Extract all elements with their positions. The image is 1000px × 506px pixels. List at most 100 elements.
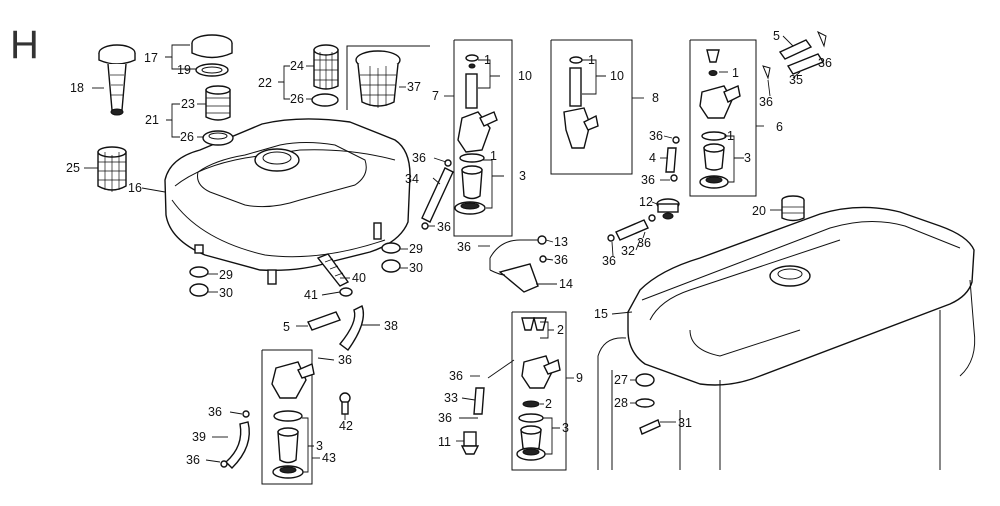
callout-9: 9 — [576, 371, 583, 385]
callout-30-center: 30 — [409, 261, 423, 275]
callout-36-j: 36 — [449, 369, 463, 383]
callout-36-l: 36 — [338, 353, 352, 367]
callout-39: 39 — [192, 430, 206, 444]
tube-35 — [786, 53, 825, 75]
callout-2-top: 2 — [557, 323, 564, 337]
callout-22: 22 — [258, 76, 272, 90]
callout-14: 14 — [559, 277, 573, 291]
filter-11 — [460, 431, 480, 455]
callout-37: 37 — [407, 80, 421, 94]
callout-5-mid: 5 — [283, 320, 290, 334]
callout-3-box43: 3 — [316, 439, 323, 453]
callout-36-e: 36 — [641, 173, 655, 187]
tube-32 — [615, 219, 649, 241]
callout-40: 40 — [352, 271, 366, 285]
callout-28: 28 — [614, 396, 628, 410]
callout-27: 27 — [614, 373, 628, 387]
callout-10-box7: 10 — [518, 69, 532, 83]
callout-30-left: 30 — [219, 286, 233, 300]
callout-1-box8: 1 — [588, 53, 595, 67]
fuel-tank-small — [164, 118, 411, 285]
clip-41 — [339, 287, 353, 297]
strainer-24 — [313, 44, 339, 90]
strainer-37 — [346, 45, 430, 110]
washer-29-center — [381, 242, 401, 254]
callout-1-box6-b: 1 — [727, 129, 734, 143]
callout-6: 6 — [776, 120, 783, 134]
assembly-box-8 — [550, 39, 633, 175]
leader-lines — [84, 35, 801, 473]
hose-39 — [224, 421, 250, 469]
callout-36-a: 36 — [412, 151, 426, 165]
callout-34: 34 — [405, 172, 419, 186]
callout-35: 35 — [789, 73, 803, 87]
callout-2-mid: 2 — [545, 397, 552, 411]
callout-36-k: 36 — [438, 411, 452, 425]
assembly-box-9 — [511, 311, 567, 471]
callout-21: 21 — [145, 113, 159, 127]
screw-31 — [639, 419, 661, 435]
assembly-box-6 — [689, 39, 757, 197]
callout-3-box9: 3 — [562, 421, 569, 435]
nut-30-left — [189, 283, 209, 297]
filter-12 — [656, 198, 680, 220]
callout-43: 43 — [322, 451, 336, 465]
callout-36-m: 36 — [208, 405, 222, 419]
callout-29-left: 29 — [219, 268, 233, 282]
hose-33 — [473, 387, 485, 415]
callout-1-box6: 1 — [732, 66, 739, 80]
fuel-gauge-18 — [98, 44, 136, 116]
callout-3-box6: 3 — [744, 151, 751, 165]
hose-4 — [665, 147, 677, 173]
fitting-14 — [489, 263, 539, 293]
callout-31: 31 — [678, 416, 692, 430]
callout-36-d: 36 — [649, 129, 663, 143]
callout-19: 19 — [177, 63, 191, 77]
callout-42: 42 — [339, 419, 353, 433]
callout-labels: 17 19 18 23 21 26 25 16 24 22 26 37 29 3… — [66, 29, 832, 467]
callout-16: 16 — [128, 181, 142, 195]
callout-3-box7: 3 — [519, 169, 526, 183]
fuel-tank-large — [597, 206, 976, 470]
strainer-25 — [97, 146, 127, 192]
callout-11: 11 — [438, 435, 451, 449]
callout-25: 25 — [66, 161, 80, 175]
callout-13: 13 — [554, 235, 568, 249]
tube-5-mid — [307, 311, 341, 331]
grommet-27 — [635, 373, 655, 387]
callout-20: 20 — [752, 204, 766, 218]
callout-17: 17 — [144, 51, 158, 65]
callout-36-n: 36 — [186, 453, 200, 467]
callout-24: 24 — [290, 59, 304, 73]
callout-15: 15 — [594, 307, 608, 321]
callout-38: 38 — [384, 319, 398, 333]
washer-28 — [635, 398, 655, 408]
washer-29-left — [189, 266, 209, 278]
fuel-cap-17 — [191, 34, 233, 59]
assembly-box-43 — [261, 349, 315, 485]
callout-36-i: 36 — [554, 253, 568, 267]
callout-36-top: 36 — [818, 56, 832, 70]
callout-26: 26 — [180, 130, 194, 144]
hose-34 — [421, 167, 454, 223]
callout-12: 12 — [639, 195, 653, 209]
strainer-23 — [205, 85, 231, 121]
callout-18: 18 — [70, 81, 84, 95]
callout-7: 7 — [432, 89, 439, 103]
callout-4: 4 — [649, 151, 656, 165]
hose-38 — [338, 305, 365, 351]
pipe-13 — [489, 235, 547, 270]
callout-23: 23 — [181, 97, 195, 111]
callout-33: 33 — [444, 391, 458, 405]
callout-36-g: 36 — [602, 254, 616, 268]
assembly-box-7 — [453, 39, 513, 237]
nut-30-center — [381, 259, 401, 273]
section-letter: H — [10, 23, 39, 67]
callout-36-f: 36 — [637, 236, 651, 250]
callout-29-center: 29 — [409, 242, 423, 256]
ring-26-b — [311, 93, 339, 107]
callout-10-box8: 10 — [610, 69, 624, 83]
callout-1-box7: 1 — [484, 53, 491, 67]
callout-5-top: 5 — [773, 29, 780, 43]
